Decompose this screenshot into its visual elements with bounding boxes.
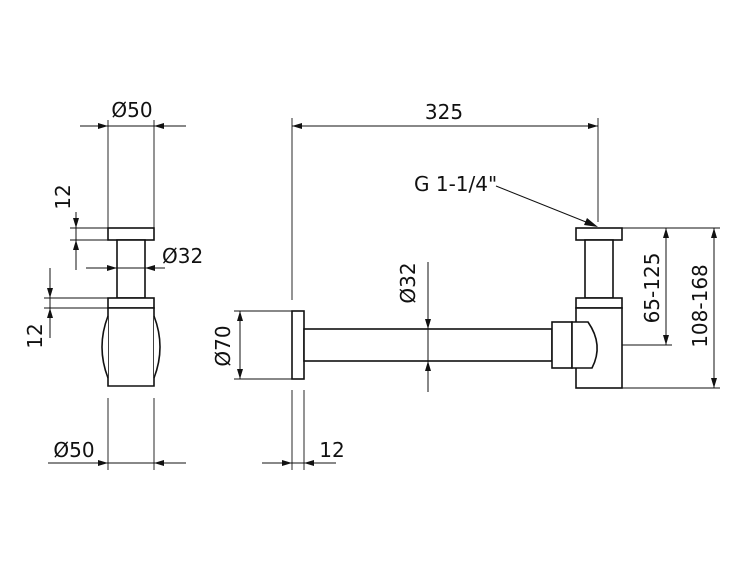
side-collar	[107, 297, 155, 309]
label-inlet-height: 65-125	[640, 253, 664, 324]
label-cap-height: 12	[51, 184, 75, 209]
front-top-cap	[575, 227, 623, 241]
side-outlet-right	[153, 315, 161, 379]
front-collar	[575, 297, 623, 309]
label-bottom-width: Ø50	[53, 438, 94, 462]
front-outlet-elbow	[571, 321, 598, 369]
label-overall-length: 325	[425, 100, 463, 124]
front-upper-pipe	[584, 239, 614, 299]
side-upper-pipe	[116, 239, 146, 299]
side-outlet-left	[101, 315, 109, 379]
label-thread-spec: G 1-1/4"	[414, 172, 497, 196]
label-side-pipe: Ø32	[162, 244, 203, 268]
side-view: Ø50 12 Ø32 12 Ø50	[23, 98, 203, 470]
label-front-pipe: Ø32	[396, 262, 420, 303]
label-flange-thickness: 12	[319, 438, 344, 462]
front-wall-flange	[291, 310, 305, 380]
thread-leader-line	[495, 185, 597, 227]
front-view: 325 G 1-1/4" Ø32 Ø70 12 65-125	[211, 100, 720, 470]
label-collar-height: 12	[23, 323, 47, 348]
side-bottle-body	[107, 307, 155, 387]
front-connector-nut	[551, 321, 573, 369]
label-flange-diameter: Ø70	[211, 325, 235, 366]
label-top-width: Ø50	[111, 98, 152, 122]
label-overall-height: 108-168	[688, 264, 712, 348]
side-top-cap	[107, 227, 155, 241]
